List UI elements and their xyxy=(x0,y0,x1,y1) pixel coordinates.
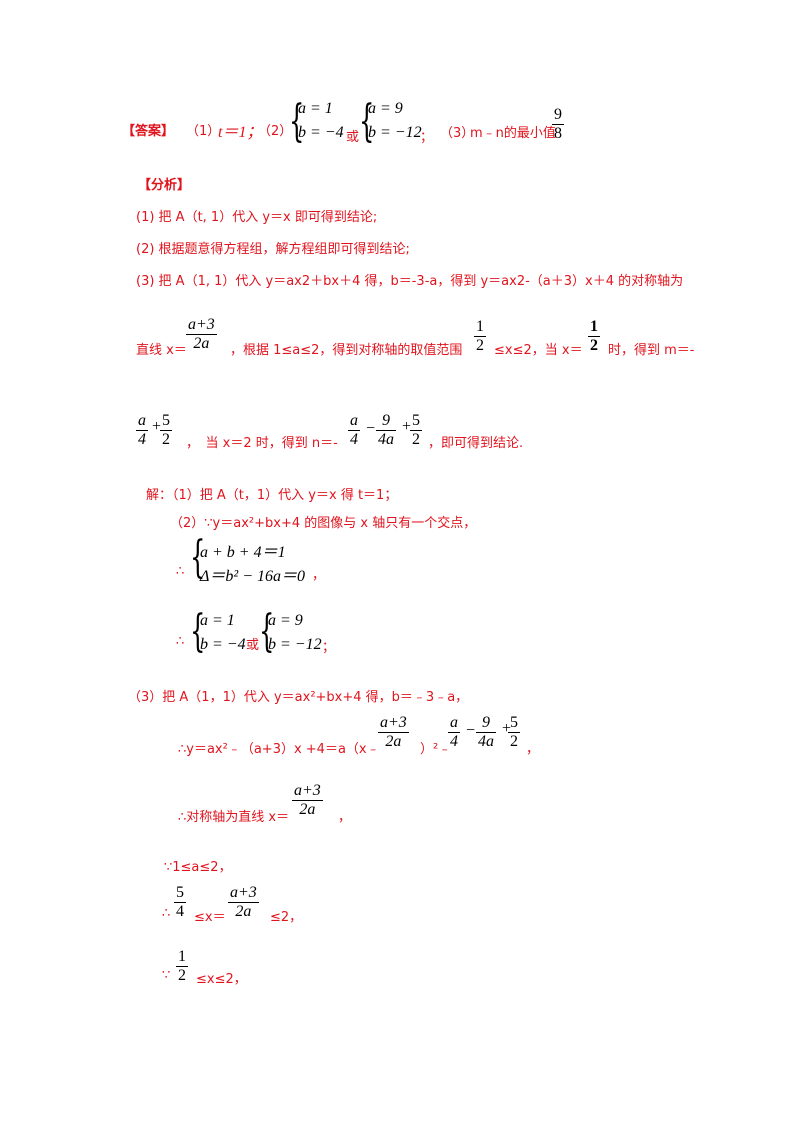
solution-fraction-94a: 9 4a xyxy=(476,714,496,750)
answer-part3-label: （3） xyxy=(440,126,475,141)
analysis-fraction-axis: a+3 2a xyxy=(186,316,217,352)
solution-fraction-52: 5 2 xyxy=(508,714,520,750)
analysis-line-4c: ≤x≤2，当 x＝ xyxy=(494,343,583,358)
analysis-fraction-a4: a 4 xyxy=(136,412,148,448)
analysis-line-4a: 直线 x＝ xyxy=(136,343,187,358)
solution-fraction-half: 1 2 xyxy=(176,948,188,984)
analysis-fraction-half-1: 1 2 xyxy=(474,318,486,354)
solution-line-2: （2）∵y＝ax²+bx+4 的图像与 x 轴只有一个交点， xyxy=(170,516,477,531)
analysis-line-4d: 时，得到 m＝- xyxy=(608,343,695,358)
therefore-icon: ∴ xyxy=(176,634,185,649)
brace-icon: { xyxy=(259,606,275,657)
solution-fraction-a4: a 4 xyxy=(448,714,460,750)
answer-semicolon: ； xyxy=(420,130,434,145)
solution-fraction-axis: a+3 2a xyxy=(378,714,409,750)
analysis-fraction-half-2: 1 2 xyxy=(588,318,600,354)
solution-or: 或 xyxy=(246,638,260,653)
brace-icon: { xyxy=(359,96,375,147)
solution-line-3c-a: ∴对称轴为直线 x＝ xyxy=(178,810,290,825)
analysis-line-1: (1) 把 A（t, 1）代入 y＝x 即可得到结论; xyxy=(136,210,378,225)
analysis-fraction-52: 5 2 xyxy=(160,412,172,448)
analysis-fraction-94a: 9 4a xyxy=(376,412,396,448)
solution-line-3d: ∵1≤a≤2， xyxy=(164,860,232,875)
answer-fraction: 9 8 xyxy=(552,106,564,142)
solution-system-1-tail: ， xyxy=(312,568,326,583)
solution-line-1: 解：（1）把 A（t，1）代入 y＝x 得 t＝1； xyxy=(146,488,398,503)
solution-fraction-54: 5 4 xyxy=(174,884,186,920)
analysis-fraction-a4-2: a 4 xyxy=(348,412,360,448)
analysis-line-4b: ，根据 1≤a≤2，得到对称轴的取值范围 xyxy=(230,343,463,358)
analysis-minus: − xyxy=(366,420,376,437)
solution-fraction-axis-2: a+3 2a xyxy=(292,782,323,818)
brace-icon: { xyxy=(190,532,206,583)
solution-line-3e-c: ≤2， xyxy=(270,910,303,925)
analysis-fraction-52-2: 5 2 xyxy=(410,412,422,448)
analysis-label: 【分析】 xyxy=(138,178,191,193)
therefore-icon: ∴ xyxy=(176,564,185,579)
solution-line-3c-b: ， xyxy=(338,810,352,825)
solution-line-3b-c: ， xyxy=(526,742,540,757)
answer-label: 【答案】 xyxy=(122,124,175,139)
analysis-plus: + xyxy=(152,418,162,435)
answer-part1-eq: t＝1； xyxy=(218,124,263,141)
analysis-line-5b: ，即可得到结论. xyxy=(428,436,524,451)
solution-minus: − xyxy=(466,722,476,739)
solution-line-3b-a: ∴y＝ax²﹣（a+3）x +4＝a（x﹣ xyxy=(178,742,380,757)
solution-line-3e-b: ≤x＝ xyxy=(194,910,226,925)
answer-or: 或 xyxy=(346,130,360,145)
therefore-icon: ∴ xyxy=(162,906,171,921)
brace-icon: { xyxy=(289,96,305,147)
solution-fraction-axis-3: a+3 2a xyxy=(228,884,259,920)
solution-plus: + xyxy=(502,720,512,737)
because-icon: ∵ xyxy=(162,968,171,983)
answer-part2-label: （2） xyxy=(258,124,293,139)
solution-line-3b-b: ）²﹣ xyxy=(420,742,452,757)
analysis-plus-2: + xyxy=(402,418,412,435)
solution-line-3: （3）把 A（1，1）代入 y＝ax²+bx+4 得，b＝﹣3﹣a， xyxy=(128,690,469,705)
solution-line-3f-b: ≤x≤2， xyxy=(196,972,247,987)
analysis-line-2: (2) 根据题意得方程组，解方程组即可得到结论; xyxy=(136,242,410,257)
answer-part1-label: （1） xyxy=(186,124,221,139)
solution-semicolon: ； xyxy=(322,640,336,655)
answer-part3-text: m﹣n的最小值 xyxy=(470,126,556,141)
analysis-line-3: (3) 把 A（1, 1）代入 y＝ax2＋bx＋4 得，b＝-3-a，得到 y… xyxy=(136,274,684,289)
brace-icon: { xyxy=(190,606,206,657)
analysis-line-5a: ， 当 x＝2 时，得到 n＝- xyxy=(186,436,338,451)
